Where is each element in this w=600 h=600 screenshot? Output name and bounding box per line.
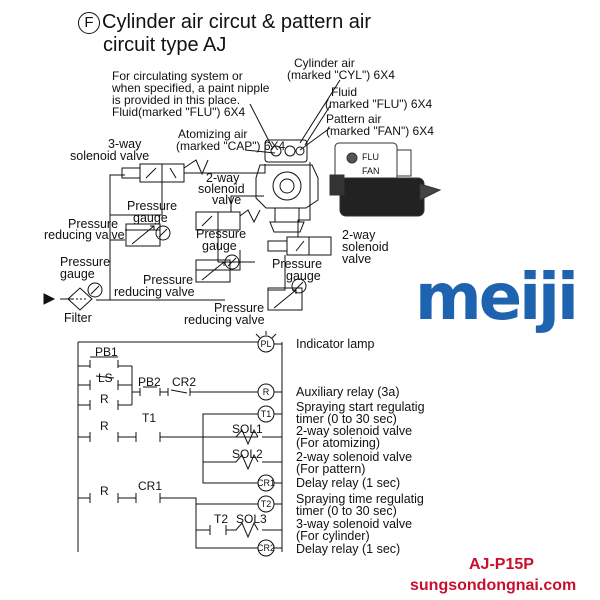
legend-aux-relay: Auxiliary relay (3a)	[296, 385, 400, 399]
pressure-reducing-valve-2	[195, 259, 231, 283]
model-code: AJ-P15P	[469, 556, 534, 573]
coil-label-r: R	[263, 387, 270, 397]
coil-label-cr2: CR2	[257, 543, 275, 553]
website-watermark: sungsondongnai.com	[410, 577, 577, 594]
two-way-valve-a-label-1: 2-way	[206, 171, 240, 185]
two-way-solenoid-valve-a	[195, 209, 261, 231]
legend-sol-pat-1: 2-way solenoid valve	[296, 450, 413, 464]
two-way-valve-a-label-2: solenoid	[198, 182, 245, 196]
pressure-gauge-3	[87, 282, 103, 298]
pressure-gauge-4	[291, 278, 307, 294]
section-badge: F	[78, 12, 100, 34]
spray-gun-photo	[329, 142, 442, 217]
cylinder-air-label: Cylinder air	[294, 56, 355, 70]
legend-indicator-lamp: Indicator lamp	[296, 337, 375, 351]
sol3-label: SOL3	[236, 512, 267, 526]
air-filter	[43, 287, 93, 311]
contact-label-r1: R	[100, 392, 109, 406]
note-line-4: Fluid(marked "FLU") 6X4	[112, 105, 246, 119]
coil-label-cr1: CR1	[257, 478, 275, 488]
contact-label-cr1: CR1	[138, 479, 163, 493]
title-line-2: circuit type AJ	[103, 34, 227, 56]
gauge-4-label-1: Pressure	[272, 257, 323, 271]
two-way-valve-b-label-1: 2-way	[342, 228, 376, 242]
contact-label-ls: LS	[98, 371, 113, 385]
coil-label-pl: PL	[260, 339, 271, 349]
gauge-3-label-2: gauge	[60, 267, 95, 281]
coil-label-t1: T1	[261, 409, 272, 419]
two-way-valve-a-label-3: valve	[212, 193, 242, 207]
two-way-solenoid-valve-b	[267, 236, 332, 256]
three-way-solenoid-valve	[121, 159, 209, 183]
prv-1-label-2: reducing valve	[44, 228, 125, 242]
legend-sol-pat-2: (For pattern)	[296, 462, 366, 476]
legend-sol-cyl-2: (For cylinder)	[296, 529, 370, 543]
pattern-air-label: Pattern air	[326, 112, 382, 126]
pressure-gauge-1	[155, 225, 171, 241]
pressure-gauge-2	[224, 254, 240, 270]
gauge-3-label-1: Pressure	[60, 255, 111, 269]
filter-label: Filter	[64, 311, 92, 325]
contact-label-t1: T1	[142, 411, 157, 425]
pattern-air-spec: (marked "FAN") 6X4	[326, 124, 434, 138]
legend-spray-time-2: timer (0 to 30 sec)	[296, 504, 397, 518]
contact-label-pb1: PB1	[95, 345, 118, 359]
note-line-1: For circulating system or	[112, 69, 243, 83]
gauge-1-label-1: Pressure	[127, 199, 178, 213]
legend-spray-start-2: timer (0 to 30 sec)	[296, 412, 397, 426]
pressure-reducing-valve-1	[125, 223, 161, 247]
gauge-2-label-1: Pressure	[196, 227, 247, 241]
legend-sol-atom-1: 2-way solenoid valve	[296, 424, 413, 438]
prv-2-label-1: Pressure	[143, 273, 194, 287]
title-line-1: Cylinder air circut & pattern air	[102, 11, 371, 33]
fluid-label: Fluid	[331, 85, 358, 99]
ladder-diagram	[77, 331, 283, 557]
prv-2-label-2: reducing valve	[114, 285, 195, 299]
contact-label-r3: R	[100, 484, 109, 498]
prv-3-label-2: reducing valve	[184, 313, 265, 327]
atomizing-air-spec: (marked "CAP") 6X4	[176, 139, 286, 153]
legend-sol-cyl-1: 3-way solenoid valve	[296, 517, 413, 531]
contact-label-cr2: CR2	[172, 375, 197, 389]
note-line-2: when specified, a paint nipple	[112, 81, 270, 95]
legend-sol-atom-2: (For atomizing)	[296, 436, 381, 450]
gauge-1-label-2: gauge	[133, 211, 168, 225]
legend-delay-1: Delay relay (1 sec)	[296, 476, 401, 490]
three-way-valve-label-2: solenoid valve	[70, 149, 150, 163]
sol1-label: SOL1	[232, 422, 263, 436]
prv-1-label-1: Pressure	[68, 217, 119, 231]
two-way-valve-b-label-2: solenoid	[342, 240, 389, 254]
note-line-3: is provided in this place.	[112, 93, 241, 107]
prv-3-label-1: Pressure	[214, 301, 265, 315]
sol2-label: SOL2	[232, 447, 263, 461]
atomizing-air-label: Atomizing air	[178, 127, 248, 141]
gauge-2-label-2: gauge	[202, 239, 237, 253]
spray-gun-body	[255, 139, 319, 233]
three-way-valve-label-1: 3-way	[108, 137, 142, 151]
gauge-4-label-2: gauge	[286, 269, 321, 283]
meiji-logo: meiji	[415, 261, 579, 335]
legend-spray-time-1: Spraying time regulatig	[296, 492, 424, 506]
contact-label-t2: T2	[214, 512, 229, 526]
legend-delay-2: Delay relay (1 sec)	[296, 542, 401, 556]
pressure-reducing-valve-3	[267, 287, 303, 311]
cylinder-air-spec: (marked "CYL") 6X4	[287, 68, 395, 82]
two-way-valve-b-label-3: valve	[342, 252, 372, 266]
contact-label-pb2: PB2	[138, 375, 161, 389]
gun-fan-label: FAN	[362, 166, 380, 176]
legend-spray-start-1: Spraying start regulatig	[296, 400, 425, 414]
coil-label-t2: T2	[261, 499, 272, 509]
fluid-spec: (marked "FLU") 6X4	[325, 97, 433, 111]
contact-label-r2: R	[100, 419, 109, 433]
gun-flu-label: FLU	[362, 152, 379, 162]
